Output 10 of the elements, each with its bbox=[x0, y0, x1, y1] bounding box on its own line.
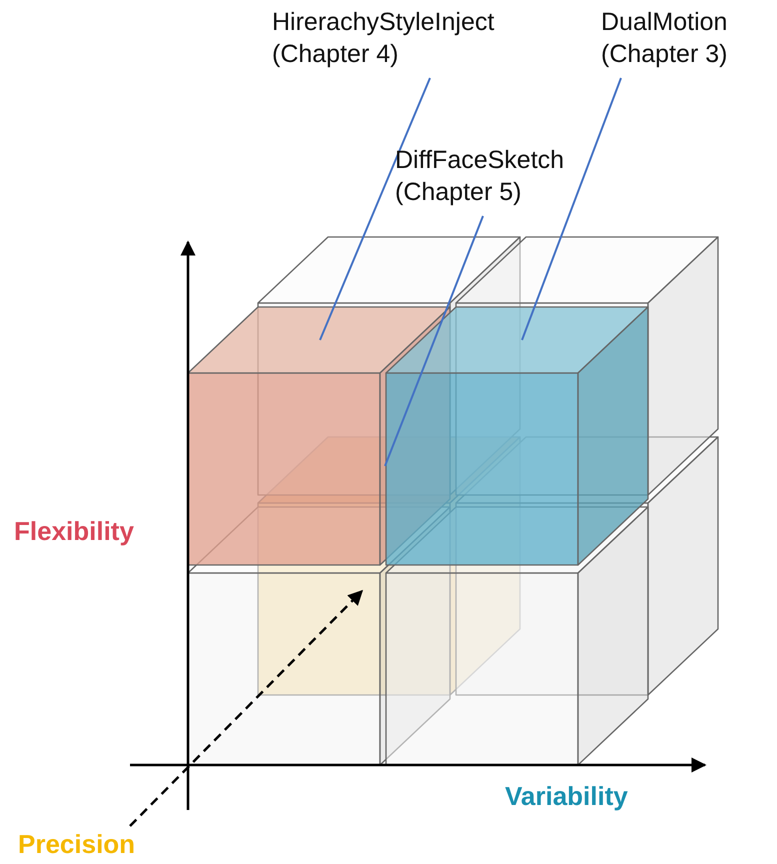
callout-label: DiffFaceSketch (Chapter 5) bbox=[395, 144, 610, 208]
callout-label: DualMotion (Chapter 3) bbox=[601, 6, 773, 70]
leader-line bbox=[521, 78, 622, 340]
axis-label: Variability bbox=[505, 781, 628, 812]
highlighted-cube bbox=[385, 306, 649, 566]
axis-label: Flexibility bbox=[14, 516, 134, 547]
leader-line bbox=[319, 78, 431, 340]
leader-line bbox=[384, 216, 484, 466]
callout-label: HirerachyStyleInject (Chapter 4) bbox=[272, 6, 562, 70]
axis-label: Precision bbox=[18, 829, 136, 860]
